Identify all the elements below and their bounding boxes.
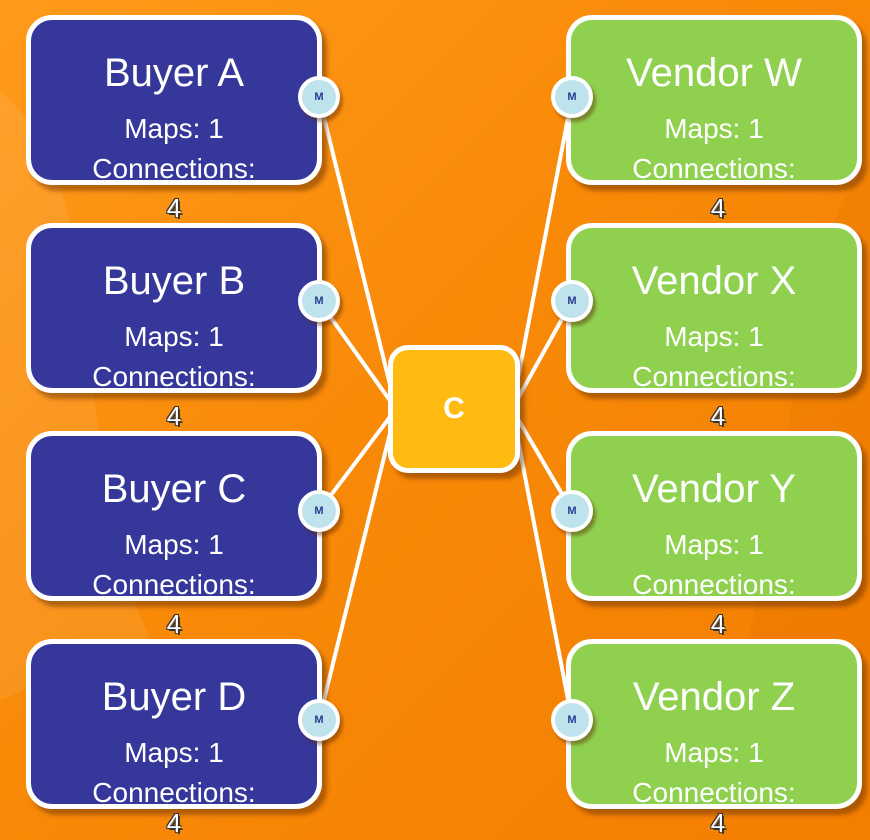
node-maps: Maps: 1 bbox=[664, 737, 764, 768]
map-icon[interactable]: M bbox=[298, 699, 340, 741]
node-connections-label: Connections: bbox=[632, 361, 796, 392]
map-icon[interactable]: M bbox=[551, 76, 593, 118]
connector-line-buyer-d bbox=[317, 408, 398, 721]
node-connections-label: Connections: bbox=[92, 569, 256, 600]
node-connections-label: Connections: bbox=[92, 153, 256, 184]
node-title: Buyer B bbox=[102, 259, 246, 303]
node-connections-label: Connections: bbox=[632, 777, 796, 808]
node-maps: Maps: 1 bbox=[124, 113, 224, 144]
vendor-node-z[interactable]: Vendor Z Maps: 1 Connections: bbox=[566, 639, 862, 809]
connector-line-buyer-b bbox=[317, 299, 398, 411]
node-title: Buyer D bbox=[101, 675, 247, 719]
buyer-node-b[interactable]: Buyer B Maps: 1 Connections: bbox=[26, 223, 322, 393]
node-title: Vendor X bbox=[631, 259, 797, 303]
connector-line-buyer-a bbox=[317, 96, 398, 410]
connector-line-vendor-z bbox=[510, 408, 574, 721]
vendor-z-connection-count: 4 bbox=[710, 808, 726, 838]
map-icon[interactable]: M bbox=[551, 280, 593, 322]
connector-line-vendor-w bbox=[510, 96, 574, 410]
buyer-node-a[interactable]: Buyer A Maps: 1 Connections: bbox=[26, 15, 322, 185]
node-maps: Maps: 1 bbox=[664, 321, 764, 352]
vendor-node-y[interactable]: Vendor Y Maps: 1 Connections: bbox=[566, 431, 862, 601]
map-icon[interactable]: M bbox=[298, 76, 340, 118]
vendor-y-connection-count: 4 bbox=[710, 609, 726, 639]
buyer-b-connection-count: 4 bbox=[166, 401, 182, 431]
buyer-c-connection-count: 4 bbox=[166, 609, 182, 639]
node-maps: Maps: 1 bbox=[664, 113, 764, 144]
buyer-node-d[interactable]: Buyer D Maps: 1 Connections: bbox=[26, 639, 322, 809]
node-title: Vendor Y bbox=[632, 467, 796, 511]
node-title: Buyer A bbox=[103, 51, 245, 95]
buyer-d-connection-count: 4 bbox=[166, 808, 182, 838]
vendor-node-x[interactable]: Vendor X Maps: 1 Connections: bbox=[566, 223, 862, 393]
node-connections-label: Connections: bbox=[632, 153, 796, 184]
buyer-node-c[interactable]: Buyer C Maps: 1 Connections: bbox=[26, 431, 322, 601]
node-title: Buyer C bbox=[101, 467, 247, 511]
vendor-node-w[interactable]: Vendor W Maps: 1 Connections: bbox=[566, 15, 862, 185]
node-maps: Maps: 1 bbox=[124, 529, 224, 560]
buyer-a-connection-count: 4 bbox=[166, 193, 182, 223]
map-icon[interactable]: M bbox=[298, 280, 340, 322]
map-icon[interactable]: M bbox=[551, 699, 593, 741]
central-hub-node[interactable]: C bbox=[388, 345, 520, 473]
node-connections-label: Connections: bbox=[92, 361, 256, 392]
map-icon[interactable]: M bbox=[551, 490, 593, 532]
node-connections-label: Connections: bbox=[92, 777, 256, 808]
map-icon[interactable]: M bbox=[298, 490, 340, 532]
node-maps: Maps: 1 bbox=[664, 529, 764, 560]
node-title: Vendor Z bbox=[632, 675, 796, 719]
vendor-w-connection-count: 4 bbox=[710, 193, 726, 223]
node-title: Vendor W bbox=[626, 51, 802, 95]
node-maps: Maps: 1 bbox=[124, 321, 224, 352]
node-maps: Maps: 1 bbox=[124, 737, 224, 768]
vendor-x-connection-count: 4 bbox=[710, 401, 726, 431]
node-connections-label: Connections: bbox=[632, 569, 796, 600]
